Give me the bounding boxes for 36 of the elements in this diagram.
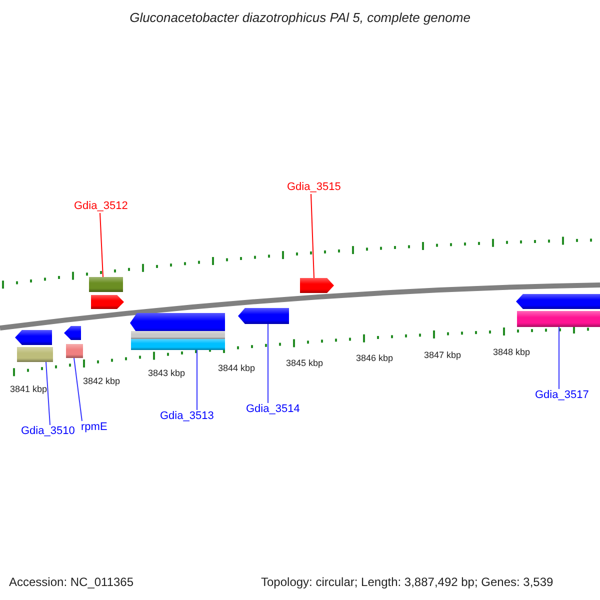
gene-label: Gdia_3512 — [74, 200, 128, 213]
gene-block — [516, 294, 600, 309]
scale-label: 3845 kbp — [286, 358, 324, 369]
scale-label: 3848 kbp — [493, 347, 530, 358]
leader-line — [74, 358, 82, 422]
gene-label: rpmE — [81, 421, 108, 434]
gene-block — [91, 295, 124, 309]
leader-line — [196, 350, 198, 410]
scale-label: 3846 kbp — [356, 353, 394, 364]
scale-label: 3841 kbp — [10, 384, 48, 395]
gene-bar — [17, 347, 53, 362]
gene-block — [300, 278, 334, 293]
chart-title: Gluconacetobacter diazotrophicus PAl 5, complete genome — [128, 10, 472, 25]
scale-label: 3843 kbp — [148, 368, 186, 379]
gene-block — [64, 326, 81, 340]
gene-label: Gdia_3514 — [246, 403, 300, 416]
gene-bar — [89, 277, 123, 292]
leader-line — [46, 362, 50, 426]
gene-block — [15, 330, 52, 345]
scale-label: 3844 kbp — [218, 363, 256, 374]
info-text: Accession: NC_011365 — [9, 575, 134, 589]
gene-bar — [517, 311, 600, 327]
gene-bar — [131, 339, 225, 350]
info-text: Topology: circular; Length: 3,887,492 bp; Genes: 3,539 — [261, 575, 554, 589]
scale-label: 3842 kbp — [83, 376, 120, 387]
gene-label: Gdia_3513 — [160, 410, 214, 423]
leader-line — [558, 326, 560, 390]
gene-label: Gdia_3510 — [21, 425, 75, 438]
gene-label: Gdia_3515 — [287, 181, 341, 194]
leader-line — [310, 194, 314, 278]
gene-bar — [131, 331, 225, 339]
scale-label: 3847 kbp — [424, 350, 462, 361]
leader-line — [100, 212, 104, 278]
gene-label: Gdia_3517 — [535, 389, 589, 402]
gene-bar — [66, 344, 83, 358]
gene-block — [238, 308, 289, 324]
